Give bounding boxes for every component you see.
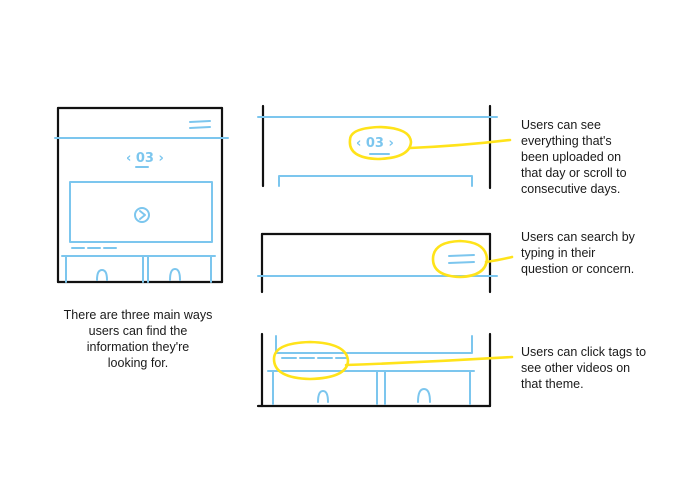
day-selector-zoom: ‹ 03 › (356, 136, 394, 151)
connector-line-search (484, 255, 514, 264)
zoom-search-menu (257, 232, 514, 294)
zoom-date-selector: ‹ 03 › (257, 104, 512, 190)
highlight-circle-tags (272, 340, 350, 381)
zoom-tags (256, 332, 514, 408)
highlight-circle-date (348, 125, 413, 161)
note-search: Users can search by typing in their ques… (521, 230, 635, 276)
video-placeholder (69, 181, 213, 243)
phone-wireframe: ‹ 03 › (54, 106, 229, 284)
highlight-circle-search (431, 239, 489, 279)
play-icon (134, 207, 150, 223)
note-date-selector: Users can see everything that's been upl… (521, 118, 627, 196)
connector-line-date (408, 138, 512, 150)
menu-icon (189, 120, 211, 129)
connector-line-tags (344, 355, 514, 367)
day-selector-small: ‹ 03 › (126, 151, 164, 166)
note-tags: Users can click tags to see other videos… (521, 345, 647, 391)
menu-icon-zoom (448, 254, 475, 264)
intro-caption: There are three main ways users can find… (63, 308, 213, 370)
